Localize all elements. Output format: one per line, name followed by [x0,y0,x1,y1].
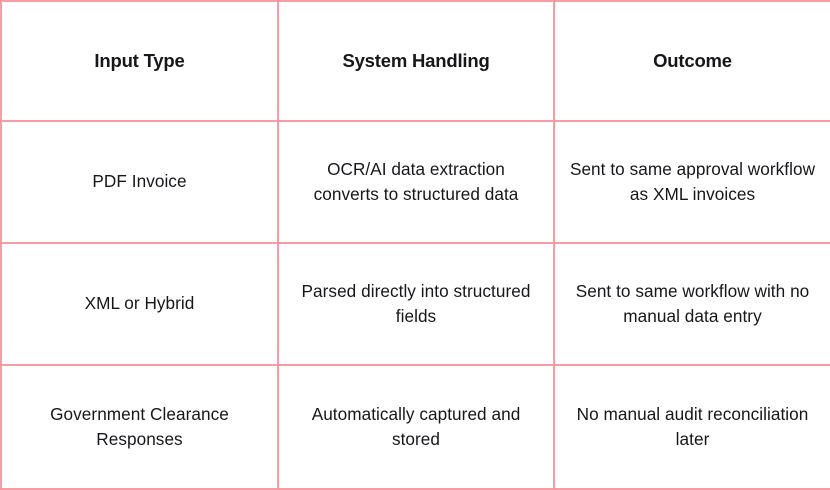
cell-input-type: XML or Hybrid [0,242,279,366]
cell-outcome: Sent to same workflow with no manual dat… [553,242,830,366]
cell-system-handling: OCR/AI data extraction converts to struc… [277,120,555,244]
column-header-label: Input Type [94,49,185,71]
column-header-outcome: Outcome [553,0,830,122]
cell-outcome: No manual audit reconciliation later [553,364,830,490]
cell-input-type: Government Clearance Responses [0,364,279,490]
cell-input-type: PDF Invoice [0,120,279,244]
cell-text: Sent to same workflow with no manual dat… [575,280,810,326]
table-header-row: Input Type System Handling Outcome [0,0,830,122]
cell-text: XML or Hybrid [84,293,195,314]
cell-text: Sent to same approval workflow as XML in… [569,158,816,204]
table-row: Government Clearance Responses Automatic… [0,364,830,490]
column-header-label: System Handling [342,49,490,71]
cell-text: OCR/AI data extraction converts to struc… [313,158,519,204]
cell-text: Government Clearance Responses [50,403,229,449]
table-row: PDF Invoice OCR/AI data extraction conve… [0,120,830,244]
cell-text: Automatically captured and stored [311,403,521,449]
table-body: PDF Invoice OCR/AI data extraction conve… [0,120,830,490]
cell-system-handling: Parsed directly into structured fields [277,242,555,366]
table-row: XML or Hybrid Parsed directly into struc… [0,242,830,366]
column-header-label: Outcome [653,49,732,71]
cell-text: PDF Invoice [92,171,187,192]
table-header: Input Type System Handling Outcome [0,0,830,122]
column-header-system-handling: System Handling [277,0,555,122]
cell-text: No manual audit reconciliation later [576,403,809,449]
column-header-input-type: Input Type [0,0,279,122]
cell-text: Parsed directly into structured fields [301,280,531,326]
cell-system-handling: Automatically captured and stored [277,364,555,490]
cell-outcome: Sent to same approval workflow as XML in… [553,120,830,244]
